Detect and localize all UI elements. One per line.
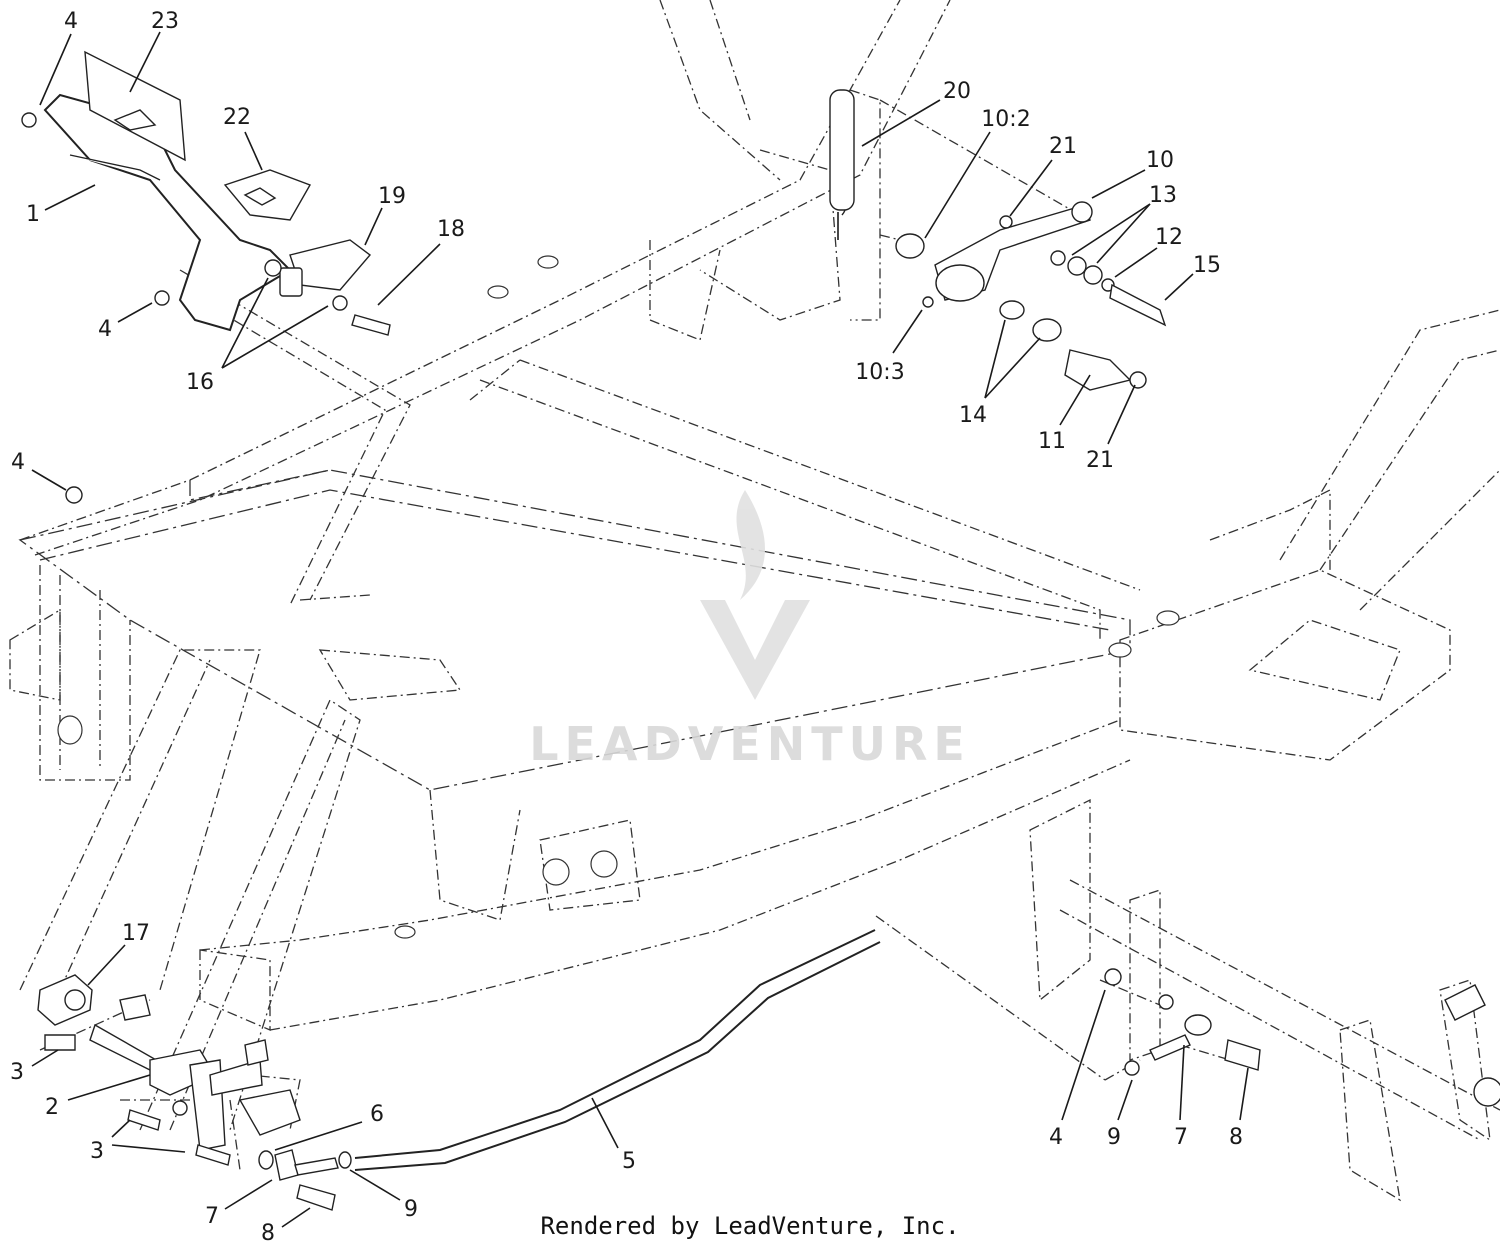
- callout-number: 3: [90, 1139, 104, 1164]
- leader-line: [377, 243, 441, 306]
- bolt-8-right: [1224, 1039, 1261, 1071]
- callout-number: 20: [943, 79, 971, 104]
- leader-line: [44, 184, 96, 211]
- leader-line: [1107, 384, 1136, 445]
- leader-line: [281, 1207, 311, 1228]
- bolt-8: [296, 1184, 336, 1211]
- bushing-10-2: [895, 233, 925, 259]
- callout-number: 19: [378, 184, 406, 209]
- callout-number: 23: [151, 9, 179, 34]
- render-credit: Rendered by LeadVenture, Inc.: [540, 1212, 960, 1240]
- callout-number: 10:3: [855, 360, 904, 385]
- grease-fitting-10-3: [922, 296, 934, 308]
- leader-line: [1091, 169, 1146, 199]
- callout-number: 14: [959, 403, 987, 428]
- rod-end-7-right: [1184, 1014, 1212, 1036]
- leader-line: [984, 337, 1041, 399]
- callout-number: 10: [1146, 148, 1174, 173]
- callout-number: 18: [437, 217, 465, 242]
- leader-line: [221, 305, 329, 369]
- bolt-15: [1109, 283, 1167, 327]
- leader-line: [1117, 1079, 1133, 1121]
- callout-number: 9: [1107, 1125, 1121, 1150]
- callout-number: 4: [11, 450, 25, 475]
- leader-line: [349, 1169, 401, 1201]
- callout-number: 7: [205, 1204, 219, 1229]
- leader-line: [1061, 989, 1106, 1121]
- callout-number: 21: [1086, 448, 1114, 473]
- callout-number: 3: [10, 1060, 24, 1085]
- callout-number: 15: [1193, 253, 1221, 278]
- right-linkage: [1104, 968, 1500, 1107]
- callout-number: 4: [98, 317, 112, 342]
- brake-pedal-assembly: [21, 50, 391, 504]
- leader-line: [1179, 1044, 1185, 1121]
- leader-line: [1059, 374, 1091, 426]
- leader-line: [924, 131, 991, 239]
- watermark-text: LEADVENTURE: [529, 717, 971, 771]
- leader-line: [67, 1074, 151, 1101]
- callout-number: 1: [26, 202, 40, 227]
- leader-line: [1114, 247, 1158, 278]
- callout-number: 6: [370, 1102, 384, 1127]
- leader-line: [111, 1144, 186, 1153]
- leader-line: [1071, 203, 1151, 256]
- callout-number: 21: [1049, 134, 1077, 159]
- leader-line: [244, 131, 263, 171]
- callout-number: 17: [122, 921, 150, 946]
- callout-number: 8: [1229, 1125, 1243, 1150]
- leader-line: [364, 207, 383, 246]
- callout-number: 9: [404, 1197, 418, 1222]
- leader-line: [39, 33, 72, 106]
- decal-23: [84, 50, 186, 162]
- leader-line: [87, 944, 126, 986]
- leader-line: [892, 309, 923, 354]
- callout-number: 7: [1174, 1125, 1188, 1150]
- leader-line: [274, 1121, 363, 1151]
- callout-number: 13: [1149, 183, 1177, 208]
- watermark: LEADVENTURE: [529, 490, 971, 771]
- leader-line: [1096, 203, 1151, 264]
- leader-line: [1239, 1067, 1249, 1121]
- callout-number: 4: [64, 9, 78, 34]
- leader-line: [1164, 273, 1194, 301]
- spring-idler-assembly: [829, 89, 1167, 391]
- callout-number: 4: [1049, 1125, 1063, 1150]
- leader-line: [861, 99, 941, 147]
- leader-line: [117, 302, 153, 323]
- leader-line: [224, 1179, 273, 1210]
- frame-outline: [9, 0, 1500, 1202]
- leader-line: [129, 31, 161, 93]
- lower-left-linkage: [37, 929, 881, 1211]
- leader-line: [591, 1097, 619, 1149]
- callout-number: 5: [622, 1149, 636, 1174]
- callout-number: 2: [45, 1095, 59, 1120]
- leader-line: [1009, 159, 1053, 217]
- callout-number: 8: [261, 1221, 275, 1246]
- callout-number: 16: [186, 370, 214, 395]
- leader-line: [31, 469, 67, 491]
- leader-line: [111, 1119, 131, 1138]
- callout-number: 22: [223, 105, 251, 130]
- leader-line: [221, 277, 269, 369]
- leader-line: [984, 319, 1006, 399]
- bolt-18: [351, 314, 391, 336]
- spacer-11: [1064, 349, 1132, 391]
- callout-number: 12: [1155, 225, 1183, 250]
- callout-number: 11: [1038, 429, 1066, 454]
- callout-number: 10:2: [981, 107, 1030, 132]
- leader-line: [31, 1049, 59, 1067]
